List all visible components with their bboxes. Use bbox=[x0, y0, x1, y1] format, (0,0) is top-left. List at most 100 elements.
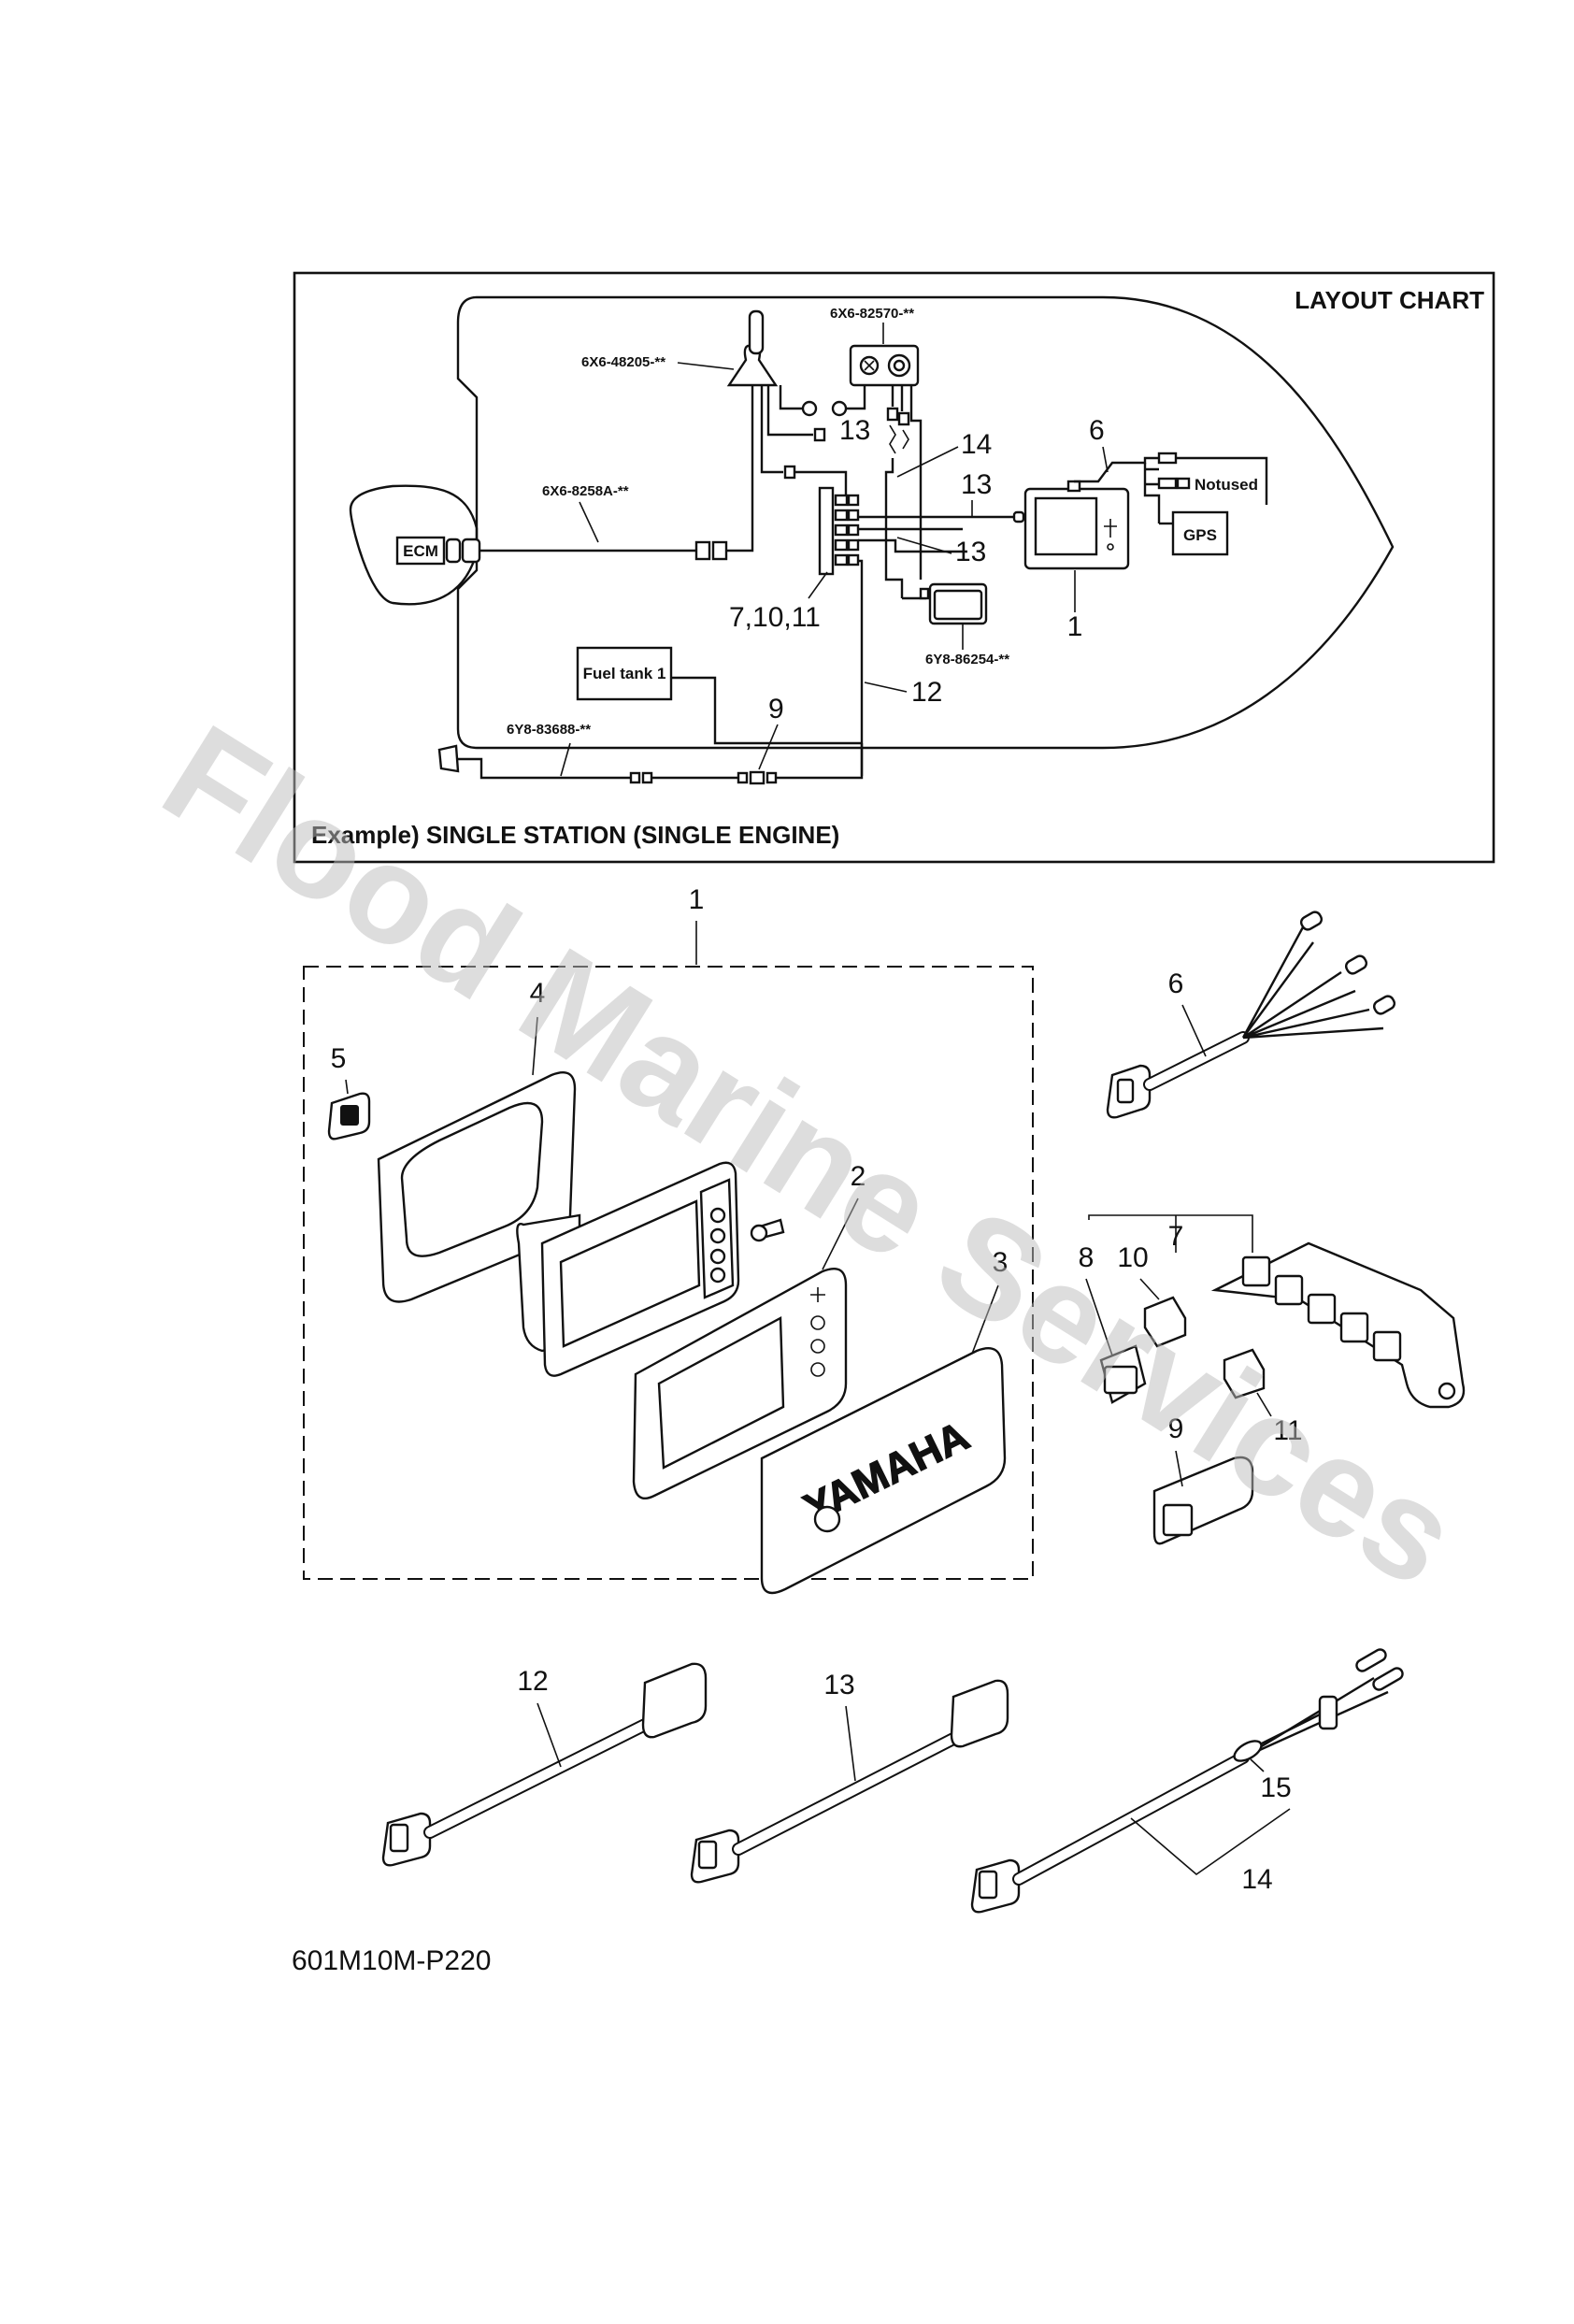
callout-13: 13 bbox=[955, 537, 986, 567]
connector-face bbox=[389, 1823, 409, 1853]
callout-13: 13 bbox=[839, 415, 870, 446]
cover-button bbox=[810, 1362, 825, 1377]
leader-line bbox=[864, 681, 908, 693]
leader-line bbox=[1102, 446, 1109, 473]
wire-line bbox=[846, 379, 866, 410]
small-connector bbox=[886, 407, 899, 422]
mounting-screw-head bbox=[750, 1224, 768, 1242]
fuel-tank-wire bbox=[671, 676, 862, 745]
part-code-label: 6X6-82570-** bbox=[830, 306, 914, 322]
leader-bracket bbox=[1130, 1808, 1291, 1876]
layout-chart-frame bbox=[293, 271, 1495, 864]
joint-port bbox=[834, 553, 849, 567]
ecm-label: ECM bbox=[403, 542, 438, 560]
leader-line bbox=[822, 1198, 859, 1270]
gasket-opening bbox=[400, 1101, 544, 1257]
yamaha-emblem-icon bbox=[813, 1505, 841, 1533]
fuse-holder-15 bbox=[1233, 1740, 1263, 1762]
terminator-9-face bbox=[1162, 1503, 1194, 1537]
cover-dpad bbox=[810, 1287, 825, 1302]
joint-socket bbox=[1274, 1274, 1304, 1306]
small-connector bbox=[1176, 477, 1191, 490]
harness-6-line bbox=[1074, 456, 1159, 483]
ecm-connector bbox=[461, 538, 481, 564]
part-code-label: 6Y8-86254-** bbox=[925, 652, 1009, 667]
callout-11: 11 bbox=[1273, 1415, 1302, 1446]
joint-port bbox=[834, 509, 849, 522]
display-button bbox=[709, 1248, 726, 1265]
joint-port bbox=[847, 494, 860, 507]
sun-cover bbox=[760, 1346, 1007, 1595]
harness-14-wires bbox=[1242, 1676, 1389, 1759]
leader-line bbox=[1250, 1758, 1265, 1772]
callout-15: 15 bbox=[1260, 1772, 1291, 1803]
wire-line bbox=[858, 559, 864, 776]
display-connector bbox=[1012, 510, 1025, 524]
display-top-connector bbox=[1066, 480, 1081, 493]
harness-14-plug bbox=[1355, 1648, 1387, 1672]
callout-5: 5 bbox=[331, 1043, 347, 1074]
rubber-cap-shade bbox=[340, 1105, 359, 1126]
callout-1: 1 bbox=[1067, 611, 1083, 642]
connector-face bbox=[1116, 1078, 1135, 1104]
cover-button bbox=[810, 1339, 825, 1354]
leader-line bbox=[579, 501, 599, 543]
drawing-code: 601M10M-P220 bbox=[292, 1945, 491, 1976]
small-connector bbox=[629, 771, 641, 784]
callout-4: 4 bbox=[530, 978, 546, 1009]
small-connector bbox=[1157, 477, 1178, 490]
display-buttons bbox=[1104, 519, 1117, 538]
part-code-label: 6Y8-83688-** bbox=[507, 722, 591, 738]
callout-12: 12 bbox=[911, 677, 942, 708]
joint-port bbox=[847, 553, 860, 567]
leader-line bbox=[532, 1016, 538, 1076]
harness-12-connector bbox=[641, 1662, 708, 1739]
display-kit-dashed-box bbox=[303, 966, 1034, 1580]
ecm-box bbox=[395, 536, 446, 566]
callout-8: 8 bbox=[1079, 1242, 1095, 1273]
callout-6: 6 bbox=[1168, 968, 1184, 999]
joint-socket bbox=[1307, 1293, 1337, 1325]
callout-12: 12 bbox=[517, 1666, 548, 1697]
wire-line bbox=[760, 385, 783, 474]
bottom-harness-line bbox=[776, 743, 864, 780]
display-button bbox=[709, 1227, 726, 1244]
not-used-label: Notused bbox=[1195, 476, 1258, 494]
cap-10 bbox=[1143, 1296, 1187, 1348]
branch-plug bbox=[1372, 995, 1396, 1015]
gps-box bbox=[1171, 510, 1229, 556]
lever-wire-line bbox=[779, 385, 804, 410]
fuse-15 bbox=[1318, 1695, 1338, 1730]
small-connector bbox=[897, 411, 910, 426]
key-switch-center bbox=[893, 359, 906, 372]
harness-connector bbox=[711, 540, 728, 561]
fuse-wire bbox=[1261, 1709, 1329, 1745]
callout-9: 9 bbox=[768, 694, 784, 724]
wire-line bbox=[766, 385, 813, 437]
layout-chart-title: LAYOUT CHART bbox=[1295, 286, 1484, 314]
leader-line bbox=[345, 1079, 349, 1095]
connector-face bbox=[697, 1840, 718, 1870]
joint-port bbox=[847, 524, 860, 537]
fuse-wire bbox=[889, 424, 909, 454]
leader-line bbox=[845, 1705, 856, 1782]
leader-line bbox=[808, 571, 828, 599]
callout-3: 3 bbox=[993, 1247, 1009, 1278]
fuel-tank-box bbox=[576, 646, 673, 701]
switch-wires bbox=[891, 385, 923, 580]
small-connector bbox=[801, 400, 818, 417]
leader-line bbox=[1181, 1004, 1207, 1057]
connector-face bbox=[978, 1870, 998, 1900]
small-connector bbox=[783, 465, 796, 480]
fuel-tank-label: Fuel tank 1 bbox=[583, 665, 666, 682]
leader-line bbox=[896, 446, 959, 478]
joint-port bbox=[847, 538, 860, 552]
joint-port bbox=[847, 509, 860, 522]
small-connector bbox=[1157, 452, 1178, 465]
connector-8-face bbox=[1103, 1365, 1138, 1395]
harness-6-cable-fill bbox=[1145, 1033, 1248, 1089]
leader-line bbox=[1139, 1278, 1160, 1300]
gps-label: GPS bbox=[1183, 526, 1217, 544]
ecm-connector bbox=[445, 538, 462, 564]
small-connector bbox=[766, 771, 778, 784]
